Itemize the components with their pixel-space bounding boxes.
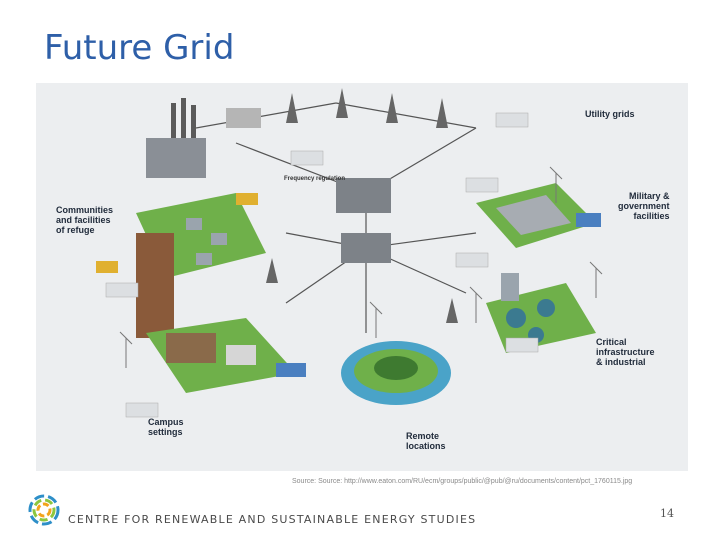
label-campus: Campus settings xyxy=(148,417,184,437)
storage-units xyxy=(105,112,539,418)
label-campus-line2: settings xyxy=(148,427,183,437)
label-remote-locations: Remote locations xyxy=(406,431,446,451)
campus-area xyxy=(146,318,306,393)
centre-logo-icon xyxy=(26,492,62,533)
label-military: Military & government facilities xyxy=(618,191,670,221)
label-communities-line2: and facilities xyxy=(56,215,111,225)
wind-turbines xyxy=(119,166,603,368)
power-plant xyxy=(146,98,261,178)
label-communities-line3: of refuge xyxy=(56,225,95,235)
label-critical-line3: & industrial xyxy=(596,357,646,367)
page-number: 14 xyxy=(660,507,674,520)
slide-title: Future Grid xyxy=(44,28,235,68)
image-source-caption: Source: Source: http://www.eaton.com/RU/… xyxy=(292,478,633,485)
label-communities: Communities and facilities of refuge xyxy=(56,205,113,235)
label-critical-line2: infrastructure xyxy=(596,347,655,357)
label-utility-grids: Utility grids xyxy=(585,109,635,119)
critical-infrastructure-area xyxy=(486,273,596,353)
label-military-line1: Military & xyxy=(629,191,670,201)
communities-area xyxy=(96,193,266,338)
label-critical-infrastructure: Critical infrastructure & industrial xyxy=(596,337,655,367)
label-campus-line1: Campus xyxy=(148,417,184,427)
label-communities-line1: Communities xyxy=(56,205,114,215)
label-remote-line2: locations xyxy=(406,441,446,451)
label-critical-line1: Critical xyxy=(596,337,627,347)
label-frequency-regulation: Frequency regulation xyxy=(284,176,346,182)
grid-diagram xyxy=(36,83,688,471)
military-area xyxy=(476,183,601,248)
label-military-line2: government xyxy=(618,201,670,211)
label-remote-line1: Remote xyxy=(406,431,440,441)
substations xyxy=(336,178,391,263)
label-military-line3: facilities xyxy=(633,211,670,221)
footer-organization-name: CENTRE FOR RENEWABLE AND SUSTAINABLE ENE… xyxy=(68,513,477,526)
remote-island xyxy=(341,341,451,405)
future-grid-illustration: Utility grids Frequency regulation Commu… xyxy=(36,83,688,471)
transmission-pylons xyxy=(266,88,458,323)
